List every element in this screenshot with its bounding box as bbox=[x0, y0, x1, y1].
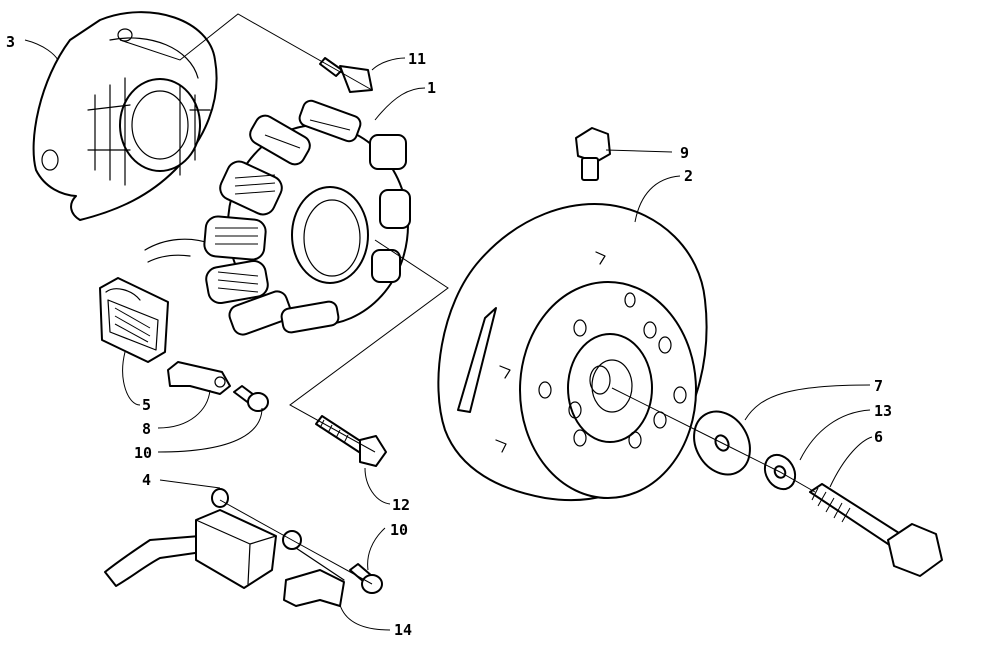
flywheel-holes bbox=[538, 292, 687, 449]
part-3-cover-plate bbox=[32, 11, 218, 221]
callout-leaders bbox=[24, 39, 873, 631]
callout-2: 2 bbox=[684, 167, 693, 185]
part-9-bolt bbox=[575, 127, 611, 181]
part-6-flywheel-bolt bbox=[809, 483, 943, 577]
part-10-screw-lower bbox=[349, 563, 383, 594]
part-4-regulator bbox=[104, 488, 277, 589]
callout-9: 9 bbox=[680, 144, 689, 162]
callout-12: 12 bbox=[392, 496, 410, 514]
callout-labels: 3 1 11 9 2 7 13 6 5 8 10 4 12 10 14 bbox=[6, 33, 892, 639]
stator-coils bbox=[203, 99, 411, 336]
part-5-pickup-pad bbox=[99, 277, 169, 363]
part-10-screw-upper bbox=[233, 385, 269, 412]
part-8-clamp bbox=[167, 361, 231, 395]
part-1-stator bbox=[144, 99, 411, 336]
callout-14: 14 bbox=[394, 621, 412, 639]
callout-7: 7 bbox=[874, 377, 883, 395]
part-14-bracket bbox=[282, 530, 345, 607]
part-12-screw bbox=[315, 415, 387, 467]
callout-11: 11 bbox=[408, 50, 426, 68]
callout-10-lower: 10 bbox=[390, 521, 408, 539]
part-2-flywheel bbox=[437, 203, 708, 502]
assembly-lines bbox=[119, 13, 816, 585]
callout-10-upper: 10 bbox=[134, 444, 152, 462]
callout-6: 6 bbox=[874, 428, 883, 446]
callout-8: 8 bbox=[142, 420, 151, 438]
callout-1: 1 bbox=[427, 79, 436, 97]
callout-3: 3 bbox=[6, 33, 15, 51]
callout-5: 5 bbox=[142, 396, 151, 414]
callout-13: 13 bbox=[874, 402, 892, 420]
callout-4: 4 bbox=[142, 471, 151, 489]
